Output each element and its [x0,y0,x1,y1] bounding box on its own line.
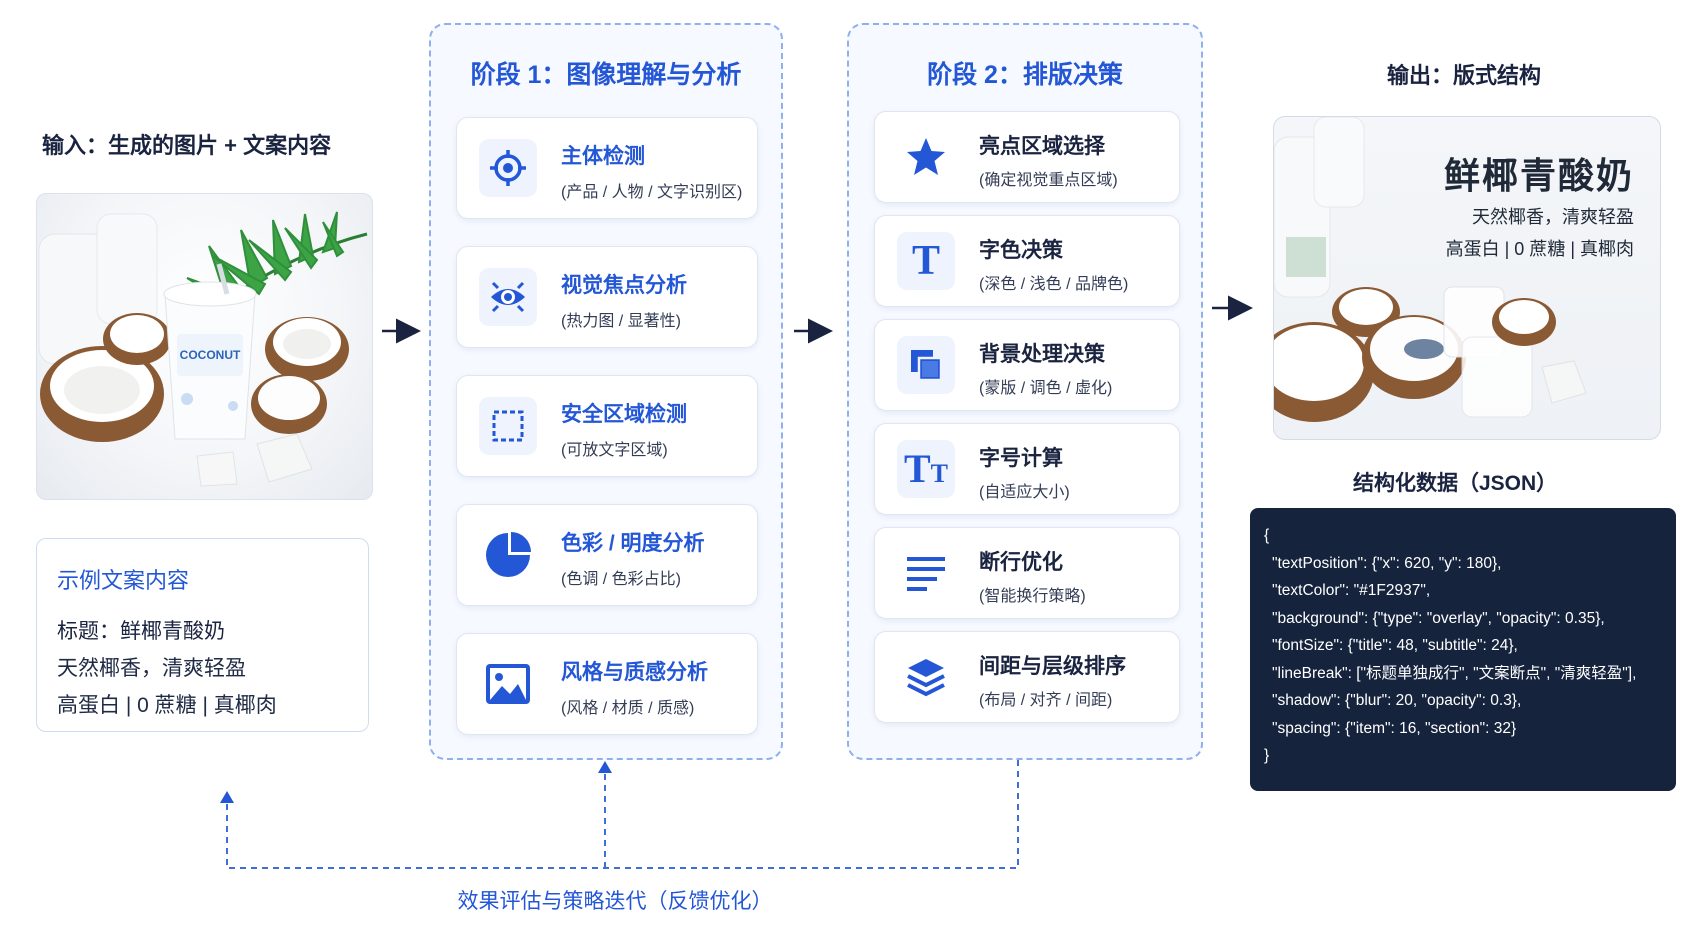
card-desc: (色调 / 色彩占比) [561,571,681,588]
output-subtitle: 高蛋白 | 0 蔗糖 | 真椰肉 [1445,239,1634,259]
stage2-title: 阶段 2：排版决策 [927,61,1123,89]
stage1-card-color-analysis[interactable]: 色彩 / 明度分析 (色调 / 色彩占比) [456,504,758,606]
stage1-card-style-analysis[interactable]: 风格与质感分析 (风格 / 材质 / 质感) [456,633,758,735]
stage1-card-safe-area[interactable]: 安全区域检测 (可放文字区域) [456,375,758,477]
dashed-square-icon [479,397,537,455]
stage1-card-subject-detection[interactable]: 主体检测 (产品 / 人物 / 文字识别区) [456,117,758,219]
card-desc: (热力图 / 显著性) [561,313,681,330]
feedback-arrowhead [220,791,234,803]
output-preview: 鲜椰青酸奶 天然椰香，清爽轻盈 高蛋白 | 0 蔗糖 | 真椰肉 [1273,116,1661,440]
card-title: 背景处理决策 [979,343,1105,366]
cup-label: COCONUT [180,348,241,362]
card-desc: (自适应大小) [979,484,1070,501]
card-title: 安全区域检测 [561,403,687,426]
card-desc: (智能换行策略) [979,588,1086,605]
card-title: 视觉焦点分析 [561,274,687,297]
image-icon [479,655,537,713]
stage2-card-background[interactable]: 背景处理决策 (蒙版 / 调色 / 虚化) [874,319,1180,411]
example-copy-heading: 示例文案内容 [57,568,190,593]
card-title: 亮点区域选择 [979,135,1105,158]
example-copy-card: 示例文案内容 标题：鲜椰青酸奶 天然椰香，清爽轻盈 高蛋白 | 0 蔗糖 | 真… [36,538,369,732]
card-desc: (产品 / 人物 / 文字识别区) [561,184,743,201]
align-lines-icon [897,544,955,602]
card-desc: (确定视觉重点区域) [979,172,1118,189]
stage2-panel: 阶段 2：排版决策 亮点区域选择 (确定视觉重点区域) T 字色决策 (深色 /… [847,23,1203,760]
json-line: "lineBreak": ["标题单独成行", "文案断点", "清爽轻盈"], [1272,664,1637,682]
card-desc: (深色 / 浅色 / 品牌色) [979,276,1129,293]
card-desc: (蒙版 / 调色 / 虚化) [979,380,1113,397]
star-icon [897,128,955,186]
card-desc: (风格 / 材质 / 质感) [561,700,695,717]
card-title: 风格与质感分析 [561,661,708,684]
stage1-card-visual-focus[interactable]: 视觉焦点分析 (热力图 / 显著性) [456,246,758,348]
output-subtitle: 天然椰香，清爽轻盈 [1472,207,1634,227]
text-t-icon: T [897,232,955,290]
json-line: "background": {"type": "overlay", "opaci… [1272,609,1605,627]
feedback-loop-line [226,760,1019,869]
input-photo: COCONUT [36,193,373,500]
stage1-panel: 阶段 1：图像理解与分析 主体检测 (产品 / 人物 / 文字识别区) 视觉焦点… [429,23,783,760]
stage2-card-line-break[interactable]: 断行优化 (智能换行策略) [874,527,1180,619]
example-copy-title: 标题：鲜椰青酸奶 [57,620,225,643]
stack-icon [897,648,955,706]
stage1-title: 阶段 1：图像理解与分析 [470,61,742,89]
example-copy-line: 高蛋白 | 0 蔗糖 | 真椰肉 [57,694,277,717]
card-title: 断行优化 [979,551,1063,574]
card-title: 间距与层级排序 [979,655,1126,678]
card-desc: (布局 / 对齐 / 间距) [979,692,1113,709]
feedback-arrowhead [598,761,612,773]
json-line: "textPosition": {"x": 620, "y": 180}, [1272,554,1502,572]
json-code-block: { "textPosition": {"x": 620, "y": 180}, … [1250,508,1676,791]
target-icon [479,139,537,197]
card-title: 字色决策 [979,239,1063,262]
example-copy-line: 天然椰香，清爽轻盈 [57,657,246,680]
json-line: "spacing": {"item": 16, "section": 32} [1272,719,1517,737]
output-headline: 鲜椰青酸奶 [1443,155,1634,196]
json-line: "shadow": {"blur": 20, "opacity": 0.3}, [1272,692,1522,709]
json-line: "fontSize": {"title": 48, "subtitle": 24… [1272,637,1518,654]
eye-icon [479,268,537,326]
stage2-card-text-color[interactable]: T 字色决策 (深色 / 浅色 / 品牌色) [874,215,1180,307]
feedback-label: 效果评估与策略迭代（反馈优化） [457,890,773,913]
pie-chart-icon [479,526,537,584]
input-title: 输入：生成的图片 + 文案内容 [42,133,332,158]
card-desc: (可放文字区域) [561,442,668,459]
output-preview-illustration [1274,117,1587,422]
card-title: 主体检测 [561,145,645,168]
layers-square-icon [897,336,955,394]
stage2-card-highlight-area[interactable]: 亮点区域选择 (确定视觉重点区域) [874,111,1180,203]
json-line: "textColor": "#1F2937", [1272,582,1431,599]
card-title: 字号计算 [979,447,1063,470]
json-title: 结构化数据（JSON） [1353,472,1558,495]
output-title: 输出：版式结构 [1387,63,1542,88]
json-line: } [1264,747,1270,764]
card-title: 色彩 / 明度分析 [561,532,705,555]
coconut-yogurt-illustration: COCONUT [38,211,368,487]
stage2-card-spacing[interactable]: 间距与层级排序 (布局 / 对齐 / 间距) [874,631,1180,723]
json-line: { [1264,527,1270,544]
